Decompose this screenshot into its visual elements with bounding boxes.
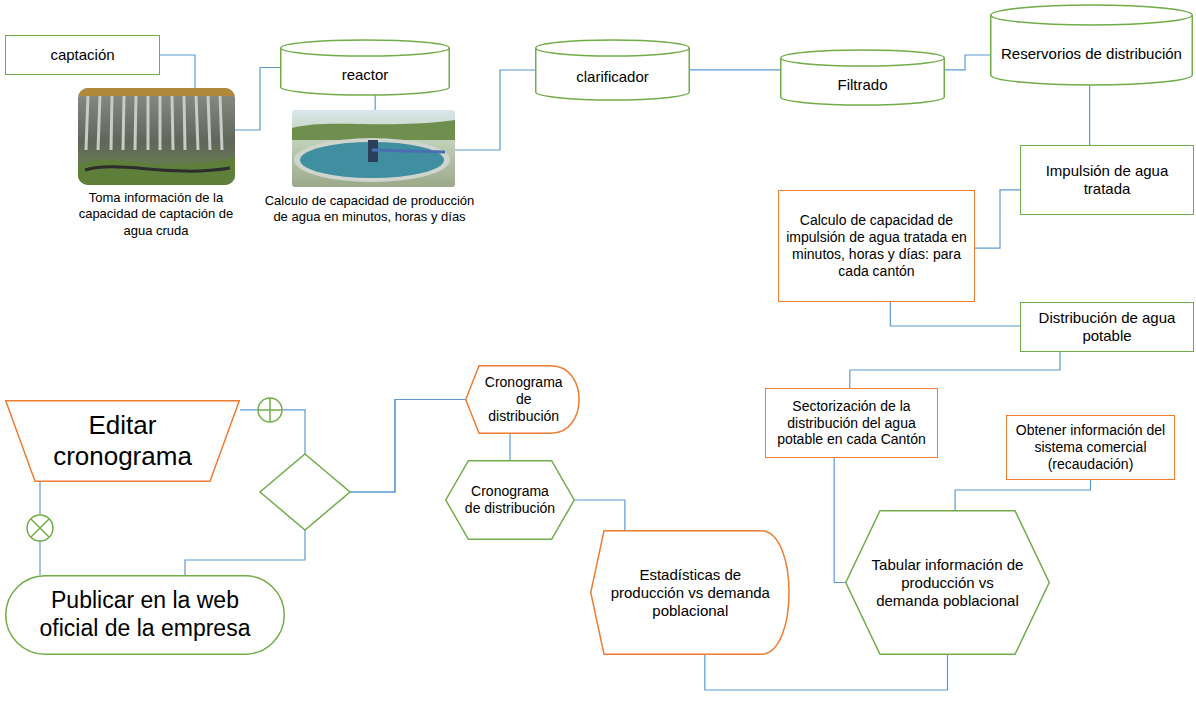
preparation-hexagon: Cronograma de distribución — [445, 460, 575, 540]
node-text: reactor — [342, 66, 389, 84]
connector — [705, 655, 948, 690]
dam-rail — [78, 88, 235, 96]
cylinder-lid — [991, 15, 1193, 25]
node-text: Sectorización de la distribución del agu… — [772, 398, 931, 448]
terminator-stadium: Publicar en la web oficial de la empresa — [5, 575, 285, 655]
preparation-hexagon-path — [446, 461, 575, 540]
node-text: Cronograma de distribución — [461, 483, 558, 517]
node-text: clarificador — [576, 68, 649, 86]
hose — [85, 167, 230, 171]
display-shape-path — [591, 531, 789, 655]
manual-operation-trapezoid-path — [6, 401, 240, 482]
node-text: Tabular información de producción vs dem… — [870, 556, 1026, 610]
connector — [1089, 85, 1090, 145]
and-symbol — [27, 515, 53, 541]
connector — [509, 434, 510, 460]
node-text: Impulsión de agua tratada — [1027, 162, 1187, 198]
storage-cylinder: reactor — [280, 40, 450, 95]
trees — [292, 120, 455, 140]
preparation-hexagon: Tabular información de producción vs dem… — [845, 510, 1050, 655]
storage-cylinder-path — [281, 40, 450, 95]
node-text: captación — [50, 46, 114, 64]
storage-cylinder: Reservorios de distribución — [990, 5, 1193, 85]
photo-caption: Calculo de capacidad de producción de ag… — [262, 193, 477, 226]
storage-cylinder-path — [991, 5, 1193, 85]
storage-cylinder: clarificador — [535, 40, 690, 100]
tank-photo — [292, 110, 455, 187]
node-text: Publicar en la web oficial de la empresa — [33, 587, 257, 642]
storage-cylinder-path — [536, 40, 690, 100]
process-box: Obtener información del sistema comercia… — [1006, 415, 1175, 480]
cylinder-lid — [281, 48, 450, 56]
connector — [575, 500, 625, 530]
terminator-stadium-path — [6, 576, 285, 655]
node-text: Editar cronograma — [41, 410, 204, 472]
tank-bridge — [372, 150, 445, 152]
photo-caption: Toma información de la capacidad de capt… — [70, 190, 242, 239]
decision-diamond — [260, 454, 350, 530]
storage-cylinder: Filtrado — [780, 50, 945, 105]
display-shape: Cronograma de distribución — [465, 365, 585, 434]
cylinder-lid — [781, 58, 945, 66]
process-box: captación — [5, 35, 160, 75]
connector — [890, 302, 1020, 326]
display-shape-path — [466, 366, 579, 434]
connector — [955, 480, 1090, 510]
tank-rim — [294, 138, 450, 182]
connector — [690, 69, 780, 70]
process-box: Calculo de capacidad de impulsión de agu… — [778, 190, 975, 302]
connector — [975, 190, 1020, 248]
node-text: Reservorios de distribución — [1001, 45, 1182, 63]
process-box: Distribución de agua potable — [1020, 302, 1194, 352]
display-shape: Estadísticas de producción vs demanda po… — [590, 530, 795, 655]
connector — [834, 458, 845, 583]
node-text: Estadísticas de producción vs demanda po… — [606, 566, 775, 620]
intake-photo — [78, 88, 235, 185]
node-text: Filtrado — [837, 76, 887, 94]
manual-operation-trapezoid: Editar cronograma — [5, 400, 240, 482]
dam-gates — [86, 95, 222, 150]
storage-cylinder-path — [781, 50, 945, 105]
node-text: Distribución de agua potable — [1027, 309, 1187, 345]
process-box: Impulsión de agua tratada — [1020, 145, 1194, 215]
photo-ground — [78, 88, 235, 185]
photo-ground — [292, 110, 455, 187]
cylinder-lid — [536, 48, 690, 56]
vegetation — [78, 158, 235, 185]
preparation-hexagon-path — [846, 511, 1050, 655]
node-text: Cronograma de distribución — [481, 374, 566, 424]
connector — [945, 55, 990, 70]
node-text: Calculo de capacidad de impulsión de agu… — [785, 212, 968, 279]
process-box: Sectorización de la distribución del agu… — [765, 388, 938, 458]
or-symbol — [258, 398, 282, 422]
node-text: Obtener información del sistema comercia… — [1013, 422, 1168, 472]
connector — [850, 352, 1060, 388]
